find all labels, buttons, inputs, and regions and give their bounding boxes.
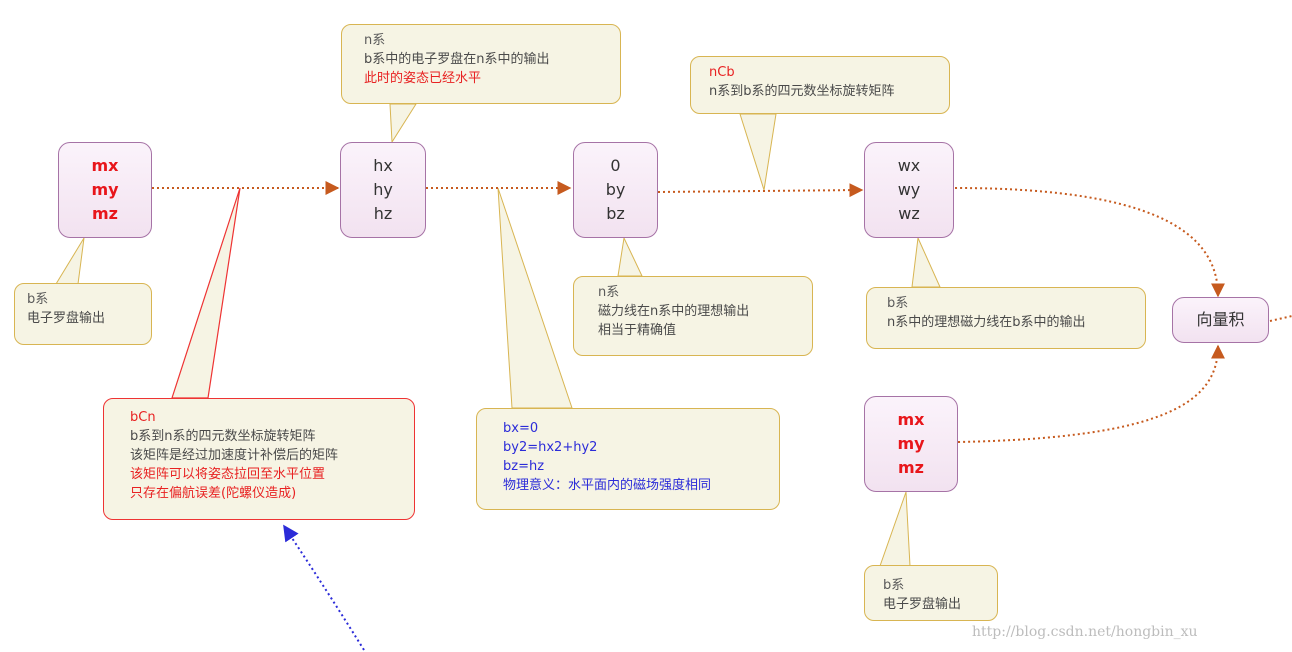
note-calc: bx=0 by2=hx2+hy2 bz=hz 物理意义：水平面内的磁场强度相同 xyxy=(476,408,780,510)
node-b-mag2-my: my xyxy=(897,434,925,453)
note-h-line-1: n系 xyxy=(364,33,386,48)
note-b-mag2-line-2: 电子罗盘输出 xyxy=(883,597,962,612)
callout-tail-b-mag xyxy=(55,237,85,285)
callout-tail-bcn xyxy=(171,187,241,399)
node-w-wz: wz xyxy=(898,204,920,223)
note-h-line-3: 此时的姿态已经水平 xyxy=(364,71,482,86)
arrow-bmag2-to-crossproduct xyxy=(957,344,1225,443)
note-calc-line-2: by2=hx2+hy2 xyxy=(503,440,598,455)
node-b-mag-2[interactable]: mx my mz xyxy=(864,396,958,492)
note-b-mag-2: b系 电子罗盘输出 xyxy=(864,565,998,621)
node-w-wx: wx xyxy=(897,156,921,175)
node-b-ref-by: by xyxy=(605,180,626,199)
node-b-mag-mz: mz xyxy=(92,204,118,223)
note-ncb-line-1: nCb xyxy=(709,65,735,80)
note-b-mag-line-2: 电子罗盘输出 xyxy=(27,311,106,326)
node-h-hx: hx xyxy=(373,156,393,175)
arrow-bref-to-w xyxy=(657,183,864,198)
note-b-ref-line-2: 磁力线在n系中的理想输出 xyxy=(598,304,750,319)
callout-tail-ncb xyxy=(739,113,777,191)
node-b-mag-mx: mx xyxy=(91,156,119,175)
arrow-blue-to-bcn xyxy=(283,524,365,651)
arrow-w-to-crossproduct xyxy=(954,187,1225,298)
node-h-hz: hz xyxy=(373,204,393,223)
note-bcn-line-2: b系到n系的四元数坐标旋转矩阵 xyxy=(130,429,316,444)
callout-tail-b-mag2 xyxy=(879,491,911,567)
note-h-line-2: b系中的电子罗盘在n系中的输出 xyxy=(364,52,550,67)
note-b-ref-line-1: n系 xyxy=(598,285,620,300)
node-h[interactable]: hx hy hz xyxy=(340,142,426,238)
callout-tail-w xyxy=(911,236,941,288)
callout-tail-bref xyxy=(617,236,643,277)
node-b-ref-bz: bz xyxy=(606,204,625,223)
note-w-line-1: b系 xyxy=(887,296,909,311)
note-bcn: bCn b系到n系的四元数坐标旋转矩阵 该矩阵是经过加速度计补偿后的矩阵 该矩阵… xyxy=(103,398,415,520)
node-cross-product[interactable]: 向量积 xyxy=(1172,297,1269,343)
note-b-mag-line-1: b系 xyxy=(27,292,49,307)
node-w-wy: wy xyxy=(897,180,921,199)
note-b-mag: b系 电子罗盘输出 xyxy=(14,283,152,345)
node-b-mag2-mx: mx xyxy=(897,410,925,429)
arrow-crossproduct-out xyxy=(1269,315,1292,322)
node-b-mag[interactable]: mx my mz xyxy=(58,142,152,238)
note-bcn-line-4: 该矩阵可以将姿态拉回至水平位置 xyxy=(130,467,326,482)
node-b-mag2-mz: mz xyxy=(898,458,924,477)
note-h: n系 b系中的电子罗盘在n系中的输出 此时的姿态已经水平 xyxy=(341,24,621,104)
note-w: b系 n系中的理想磁力线在b系中的输出 xyxy=(866,287,1146,349)
note-bcn-line-5: 只存在偏航误差(陀螺仪造成) xyxy=(130,486,297,501)
watermark-text: http://blog.csdn.net/hongbin_xu xyxy=(972,624,1198,640)
node-h-hy: hy xyxy=(373,180,393,199)
note-b-ref: n系 磁力线在n系中的理想输出 相当于精确值 xyxy=(573,276,813,356)
note-ncb: nCb n系到b系的四元数坐标旋转矩阵 xyxy=(690,56,950,114)
note-b-ref-line-3: 相当于精确值 xyxy=(598,323,677,338)
node-b-ref-0: 0 xyxy=(610,156,621,175)
note-calc-line-1: bx=0 xyxy=(503,421,539,436)
note-bcn-line-3: 该矩阵是经过加速度计补偿后的矩阵 xyxy=(130,448,339,463)
node-b-ref[interactable]: 0 by bz xyxy=(573,142,658,238)
note-w-line-2: n系中的理想磁力线在b系中的输出 xyxy=(887,315,1086,330)
note-b-mag2-line-1: b系 xyxy=(883,578,905,593)
node-w[interactable]: wx wy wz xyxy=(864,142,954,238)
callout-tail-calc xyxy=(497,187,573,409)
node-b-mag-my: my xyxy=(91,180,119,199)
node-cross-product-label: 向量积 xyxy=(1196,310,1245,329)
note-bcn-line-1: bCn xyxy=(130,410,156,425)
note-calc-line-4: 物理意义：水平面内的磁场强度相同 xyxy=(503,478,712,493)
note-calc-line-3: bz=hz xyxy=(503,459,545,474)
note-ncb-line-2: n系到b系的四元数坐标旋转矩阵 xyxy=(709,84,895,99)
callout-tail-h xyxy=(389,103,417,144)
